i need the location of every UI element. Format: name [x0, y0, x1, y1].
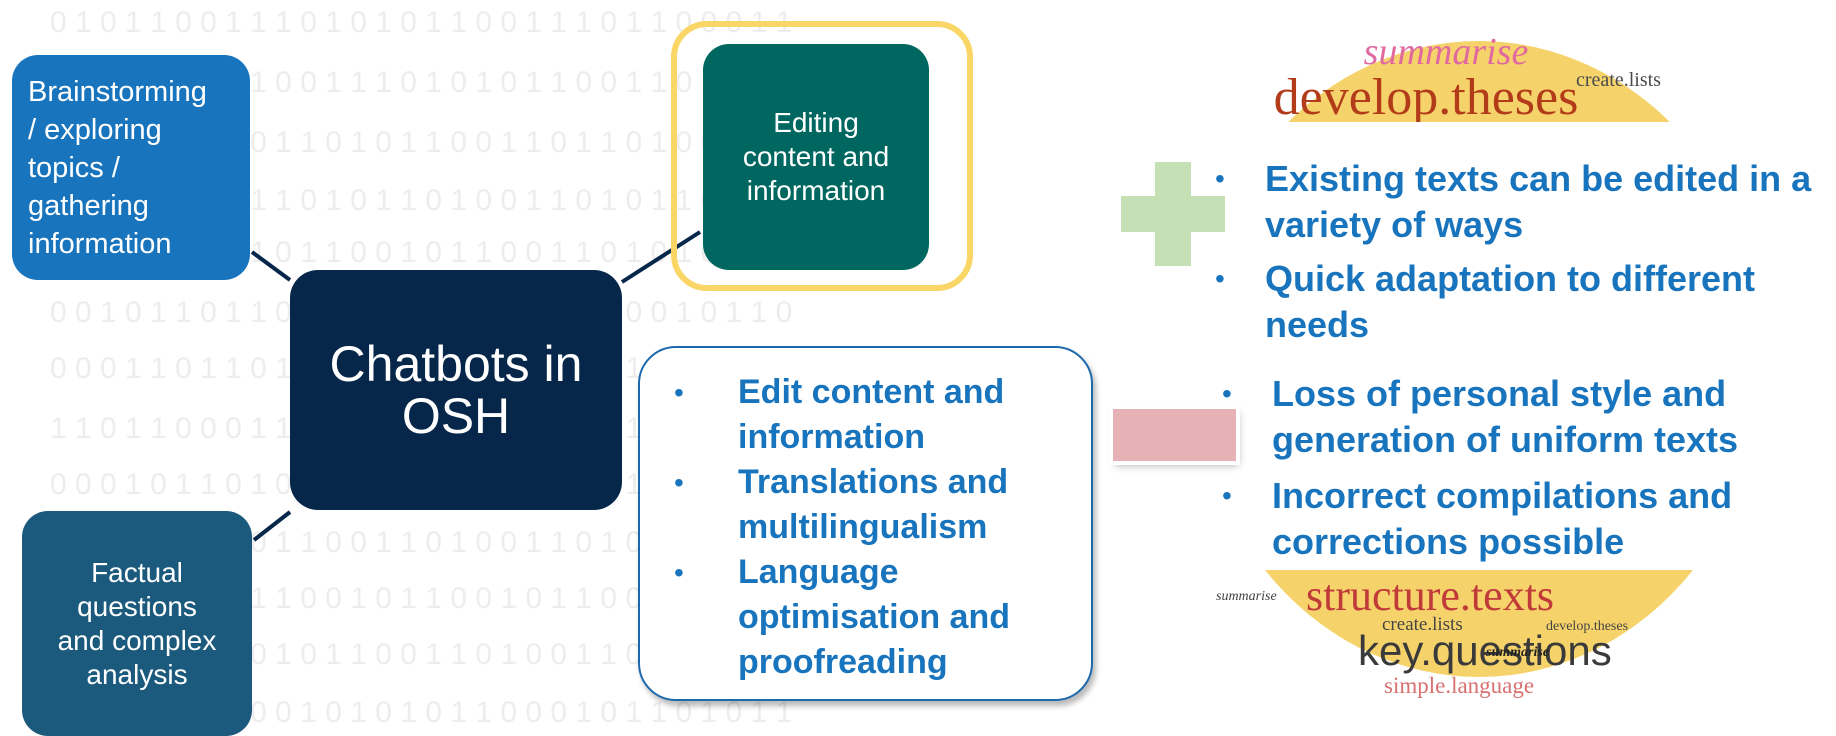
cloud-word: summarise: [1216, 589, 1277, 604]
word-cloud-top: summarise create.lists develop.theses: [1274, 31, 1670, 126]
word-cloud-bottom: summarise structure.texts create.lists d…: [1216, 570, 1693, 698]
node-line: topics /: [28, 151, 120, 184]
node-line: gathering: [28, 189, 149, 222]
cloud-word: create.lists: [1576, 69, 1661, 91]
word-cloud-disc-bottom: [1265, 570, 1693, 677]
node-editing: Editing content and information: [703, 44, 929, 270]
editing-highlight-ring: [671, 21, 973, 291]
node-line: OSH: [401, 388, 511, 444]
cloud-word: summarise: [1364, 31, 1529, 73]
node-factual-questions: Factual questions and complex analysis: [22, 511, 252, 736]
cloud-word: structure.texts: [1306, 571, 1554, 620]
con-item: Incorrect compilations and corrections p…: [1222, 473, 1836, 565]
pros-list: Existing texts can be edited in a variet…: [1215, 156, 1835, 356]
cloud-word: summarise: [1485, 645, 1549, 660]
word-cloud: summarise create.lists develop.theses su…: [1216, 31, 1693, 698]
cloud-word: key.questions: [1358, 627, 1612, 674]
node-line: analysis: [86, 658, 188, 690]
cloud-word: simple.language: [1384, 673, 1534, 698]
cloud-word: develop.theses: [1546, 619, 1628, 634]
node-line: content and: [742, 141, 890, 172]
node-line: questions: [77, 590, 197, 622]
pro-item: Quick adaptation to different needs: [1215, 256, 1835, 348]
plus-icon: [1115, 156, 1231, 272]
detail-item: Language optimisation and proofreading: [674, 550, 1081, 685]
word-cloud-disc-top: [1288, 41, 1670, 122]
node-line: information: [28, 227, 172, 260]
node-line: information: [746, 175, 886, 206]
detail-item: Edit content and information: [674, 370, 1081, 460]
node-line: / exploring: [28, 113, 162, 146]
cons-list: Loss of personal style and generation of…: [1222, 371, 1836, 575]
editing-details-list: Edit content and information Translation…: [674, 370, 1081, 685]
minus-icon: [1113, 409, 1236, 461]
node-brainstorming: Brainstorming / exploring topics / gathe…: [12, 55, 250, 280]
node-line: Editing: [773, 107, 859, 138]
con-item: Loss of personal style and generation of…: [1222, 371, 1836, 463]
digit-row: 0 1 0 1 1 0 0 1 1 1 0 1 0 1 0 1 1 0 0 1 …: [50, 6, 792, 39]
pro-item: Existing texts can be edited in a variet…: [1215, 156, 1835, 248]
node-line: Brainstorming: [28, 75, 207, 108]
cloud-word: develop.theses: [1274, 69, 1579, 126]
node-line: and complex: [57, 624, 217, 656]
node-chatbots-in-osh: Chatbots in OSH: [290, 270, 622, 510]
detail-item: Translations and multilingualism: [674, 460, 1081, 550]
node-line: Chatbots in: [329, 336, 583, 392]
node-line: Factual: [91, 556, 183, 588]
cloud-word: create.lists: [1382, 614, 1463, 635]
editing-details-box: Edit content and information Translation…: [638, 346, 1093, 701]
